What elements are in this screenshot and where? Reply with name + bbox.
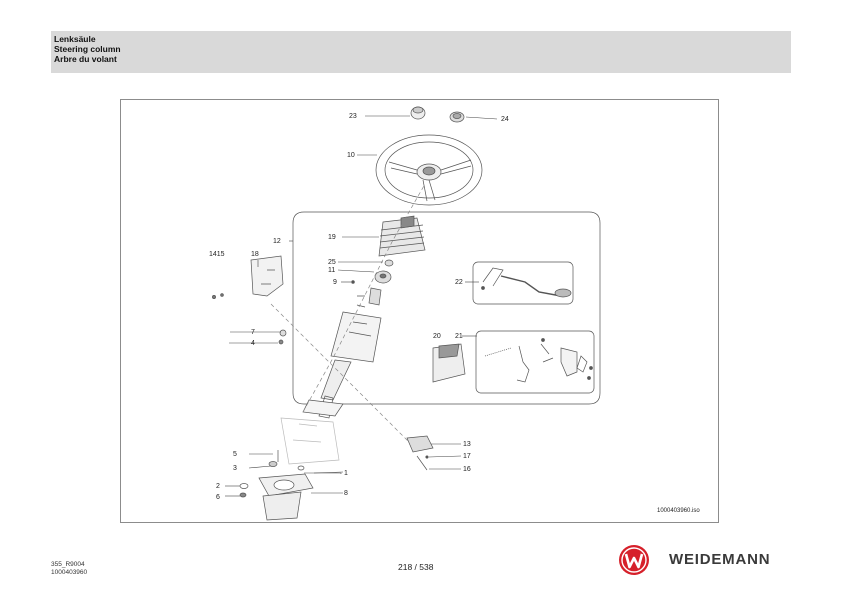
callout-1: 1	[344, 470, 348, 477]
detail-box-22	[472, 261, 574, 305]
bracket-18-drawing	[212, 255, 284, 299]
page-number: 218 / 538	[398, 562, 434, 572]
callout-4: 4	[251, 340, 255, 347]
callout-25: 25	[328, 259, 336, 266]
steering-column-drawing	[302, 287, 382, 419]
callout-7: 7	[251, 329, 255, 336]
part-number: 1000403960	[51, 569, 88, 576]
callout-12: 12	[273, 238, 281, 245]
callout-1415: 1415	[209, 251, 225, 258]
header-band: Lenksäule Steering column Arbre du volan…	[51, 31, 791, 73]
callout-13: 13	[463, 441, 471, 448]
callout-2: 2	[216, 483, 220, 490]
callout-23: 23	[349, 113, 357, 120]
callout-19: 19	[328, 234, 336, 241]
callout-20: 20	[433, 333, 441, 340]
callout-18: 18	[251, 251, 259, 258]
brand-name: WEIDEMANN	[669, 551, 771, 568]
detail-box-21	[475, 330, 595, 394]
bellows-drawing	[378, 215, 426, 257]
lever-22-drawing	[481, 267, 572, 298]
callout-11: 11	[328, 267, 335, 274]
callout-24: 24	[501, 116, 509, 123]
model-code: 355_R9004	[51, 561, 85, 568]
callout-5: 5	[233, 451, 237, 458]
callout-8: 8	[344, 490, 348, 497]
callout-22: 22	[455, 279, 463, 286]
callout-17: 17	[463, 453, 471, 460]
steering-wheel-drawing	[375, 134, 483, 206]
exploded-view-svg: 23 24 10 12 19 25 11 9 1415 18 22 20 21 …	[209, 106, 700, 521]
leader-lines	[225, 115, 498, 497]
mechanism-21-drawing	[484, 338, 593, 383]
callout-3: 3	[233, 465, 237, 472]
title-french: Arbre du volant	[54, 54, 117, 64]
callout-9: 9	[333, 279, 337, 286]
exploded-view-drawing: 23 24 10 12 19 25 11 9 1415 18 22 20 21 …	[120, 99, 719, 523]
title-english: Steering column	[54, 44, 121, 54]
cover-20-drawing	[432, 343, 466, 383]
title-german: Lenksäule	[54, 34, 96, 44]
callout-6: 6	[216, 494, 220, 501]
weidemann-logo-icon	[619, 545, 649, 575]
callout-21: 21	[455, 333, 463, 340]
document-code: 355_R9004 1000403960	[51, 561, 87, 577]
callout-10: 10	[347, 152, 355, 159]
steering-valve-drawing	[239, 417, 340, 521]
callout-16: 16	[463, 466, 471, 473]
assembly-12-outline	[292, 211, 601, 405]
brand-logo: WEIDEMANN	[617, 544, 797, 576]
drawing-id: 1000403960.iso	[657, 508, 700, 514]
